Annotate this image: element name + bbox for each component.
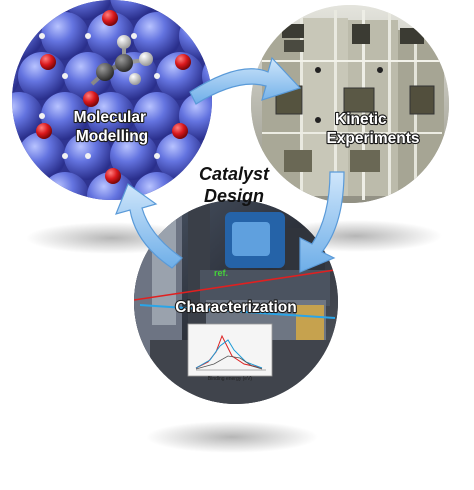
cycle-arrows xyxy=(114,56,345,273)
beam-line-blue xyxy=(139,304,336,319)
beam-tag: ref. xyxy=(214,268,228,278)
arrow-characterization-to-modelling xyxy=(114,183,183,269)
arrow-modelling-to-kinetic xyxy=(189,56,302,105)
characterization-label: Characterization xyxy=(175,299,296,316)
inset-xps-plot: Binding energy (eV) xyxy=(187,323,273,382)
center-title-line1: Catalyst xyxy=(199,164,270,184)
center-title-line2: Design xyxy=(204,186,264,206)
arrow-kinetic-to-characterization xyxy=(299,171,345,273)
svg-text:Kinetic Experiments: Kinetic Experiments xyxy=(326,111,419,147)
kinetic-label-line2: Experiments xyxy=(326,130,419,147)
svg-text:Molecular Modelling: Molecular Modelling xyxy=(74,109,151,145)
beam-line-red xyxy=(134,269,336,301)
lab-apparatus-photo xyxy=(251,5,449,203)
modelling-label-line2: Modelling xyxy=(76,128,148,145)
kinetic-label-line1: Kinetic xyxy=(335,111,387,128)
inset-plot-axis-label: Binding energy (eV) xyxy=(208,376,253,382)
shadow-characterization xyxy=(146,421,318,453)
kinetic-experiments-circle: Kinetic Experiments xyxy=(251,5,449,203)
modelling-label-line1: Molecular xyxy=(74,109,146,126)
